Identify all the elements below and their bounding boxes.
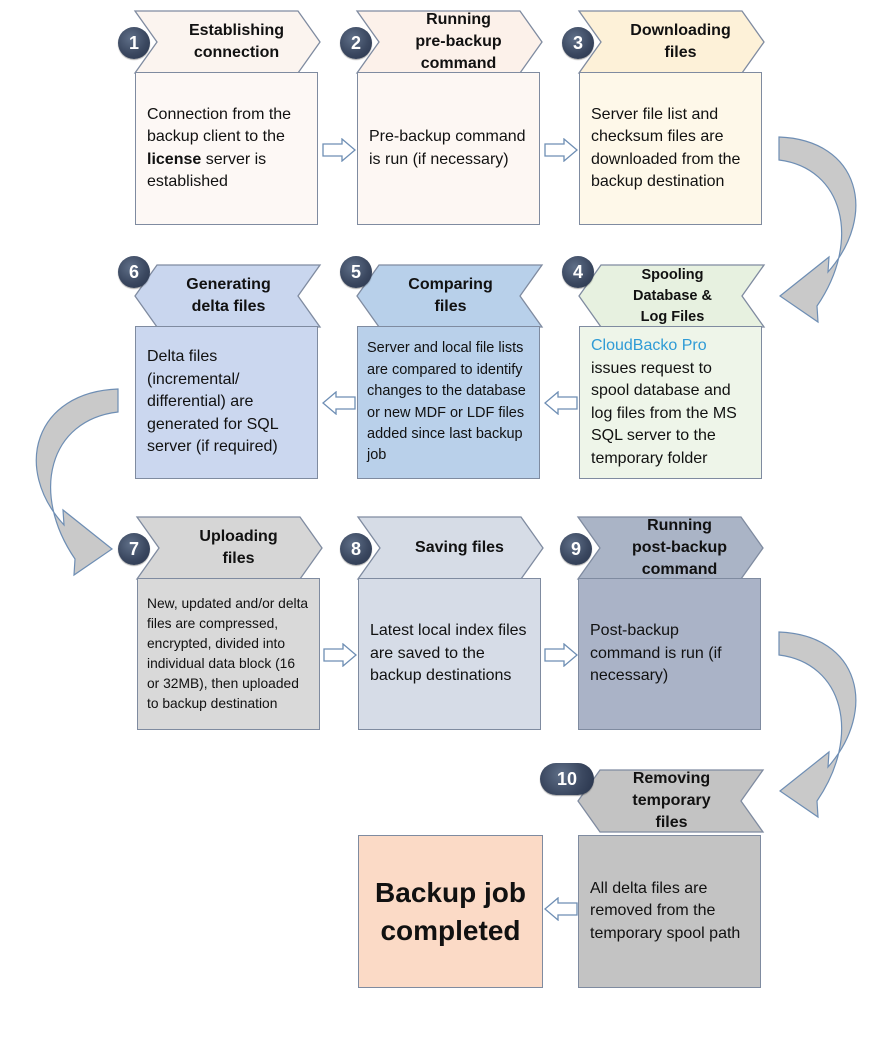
arrow-right-icon bbox=[323, 642, 358, 668]
step-4-description: CloudBacko Pro issues request to spool d… bbox=[591, 337, 737, 467]
curve-arrow-6-to-7 bbox=[35, 388, 119, 577]
step-6-title: Generating delta files bbox=[186, 276, 271, 315]
arrow-8-to-9 bbox=[544, 642, 579, 668]
step-5-chevron: Comparing files bbox=[356, 264, 544, 328]
step-6-chevron: Generating delta files bbox=[134, 264, 322, 328]
step-3-box: Server file list and checksum files are … bbox=[579, 72, 762, 225]
step-6-description: Delta files (incremental/ differential) … bbox=[147, 348, 279, 456]
cloudbacko-pro-brand: CloudBacko Pro bbox=[591, 337, 707, 354]
step-7-box: New, updated and/or delta files are comp… bbox=[137, 578, 320, 730]
step-7-title: Uploading files bbox=[199, 528, 278, 567]
step-10-description: All delta files are removed from the tem… bbox=[590, 879, 741, 942]
step-4-chevron: Spooling Database & Log Files bbox=[578, 264, 766, 328]
arrow-7-to-8 bbox=[323, 642, 358, 668]
step-1-description: Connection from the backup client to the… bbox=[147, 105, 292, 191]
step-10-title: Removing temporary files bbox=[632, 770, 711, 831]
step-5-badge: 5 bbox=[340, 256, 372, 288]
step-8-badge: 8 bbox=[340, 533, 372, 565]
arrow-left-icon bbox=[543, 896, 578, 922]
step-4-badge: 4 bbox=[562, 256, 594, 288]
curve-arrow-3-to-4 bbox=[778, 136, 857, 324]
step-5-chevron-shape bbox=[356, 264, 544, 328]
backup-job-completed-box: Backup job completed bbox=[358, 835, 543, 988]
arrow-4-to-5 bbox=[543, 390, 578, 416]
step-9-description: Post-backup command is run (if necessary… bbox=[590, 622, 722, 685]
arrow-right-icon bbox=[544, 642, 579, 668]
arrow-1-to-2 bbox=[322, 137, 357, 163]
step-10-chevron: Removing temporary files bbox=[577, 769, 765, 833]
step-7-chevron: Uploading files bbox=[135, 516, 323, 580]
step-5-title: Comparing files bbox=[408, 276, 493, 315]
curve-arrow-9-to-10 bbox=[778, 631, 857, 819]
step-7-description: New, updated and/or delta files are comp… bbox=[147, 596, 309, 711]
step-5-description: Server and local file lists are compared… bbox=[367, 340, 526, 464]
step-3-title: Downloading files bbox=[630, 22, 731, 61]
step-4-title: Spooling Database & Log Files bbox=[633, 266, 712, 325]
step-8-chevron: Saving files bbox=[356, 516, 544, 580]
step-6-chevron-shape bbox=[134, 264, 322, 328]
arrow-right-icon bbox=[322, 137, 357, 163]
arrow-left-icon bbox=[543, 390, 578, 416]
step-1-chevron: Establishing connection bbox=[133, 10, 321, 74]
step-6-box: Delta files (incremental/ differential) … bbox=[135, 326, 318, 479]
step-2-badge: 2 bbox=[340, 27, 372, 59]
step-2-box: Pre-backup command is run (if necessary) bbox=[357, 72, 540, 225]
step-1-box: Connection from the backup client to the… bbox=[135, 72, 318, 225]
arrow-right-icon bbox=[544, 137, 579, 163]
step-8-box: Latest local index files are saved to th… bbox=[358, 578, 541, 730]
arrow-left-icon bbox=[321, 390, 356, 416]
arrow-10-to-final bbox=[543, 896, 578, 922]
step-8-description: Latest local index files are saved to th… bbox=[370, 622, 527, 685]
step-4-box: CloudBacko Pro issues request to spool d… bbox=[579, 326, 762, 479]
step-3-badge: 3 bbox=[562, 27, 594, 59]
step-2-chevron: Running pre-backup command bbox=[355, 10, 543, 74]
step-2-title: Running pre-backup command bbox=[415, 11, 502, 72]
step-9-badge: 9 bbox=[560, 533, 592, 565]
step-4-chevron-shape bbox=[578, 264, 766, 328]
step-10-badge: 10 bbox=[540, 763, 594, 795]
step-10-chevron-shape bbox=[577, 769, 765, 833]
step-1-badge: 1 bbox=[118, 27, 150, 59]
step-10-box: All delta files are removed from the tem… bbox=[578, 835, 761, 988]
step-3-description: Server file list and checksum files are … bbox=[591, 105, 741, 191]
step-1-title: Establishing connection bbox=[188, 22, 285, 61]
arrow-2-to-3 bbox=[544, 137, 579, 163]
step-9-chevron: Running post-backup command bbox=[576, 516, 764, 580]
step-9-title: Running post-backup command bbox=[631, 517, 728, 578]
step-3-chevron: Downloading files bbox=[577, 10, 765, 74]
step-6-badge: 6 bbox=[118, 256, 150, 288]
step-2-description: Pre-backup command is run (if necessary) bbox=[369, 128, 526, 168]
step-8-title: Saving files bbox=[415, 539, 504, 556]
step-9-box: Post-backup command is run (if necessary… bbox=[578, 578, 761, 730]
arrow-5-to-6 bbox=[321, 390, 356, 416]
step-5-box: Server and local file lists are compared… bbox=[357, 326, 540, 479]
step-7-badge: 7 bbox=[118, 533, 150, 565]
